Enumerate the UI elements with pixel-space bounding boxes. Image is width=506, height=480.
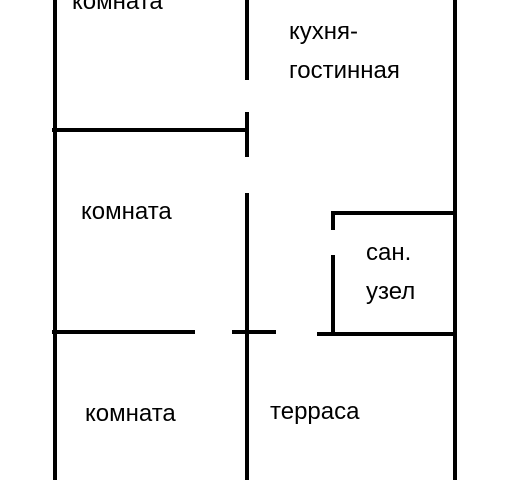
room-label-bottom: комната [85, 400, 176, 427]
room-label-top: комната [72, 0, 163, 15]
room-label-kitchen-line2: гостинная [289, 57, 400, 84]
room-label-kitchen-line1: кухня- [289, 18, 359, 45]
room-label-middle: комната [81, 198, 172, 225]
room-label-bathroom-line1: сан. [366, 239, 412, 266]
room-label-bathroom-line2: узел [366, 278, 416, 305]
room-label-terrace: терраса [270, 398, 360, 425]
